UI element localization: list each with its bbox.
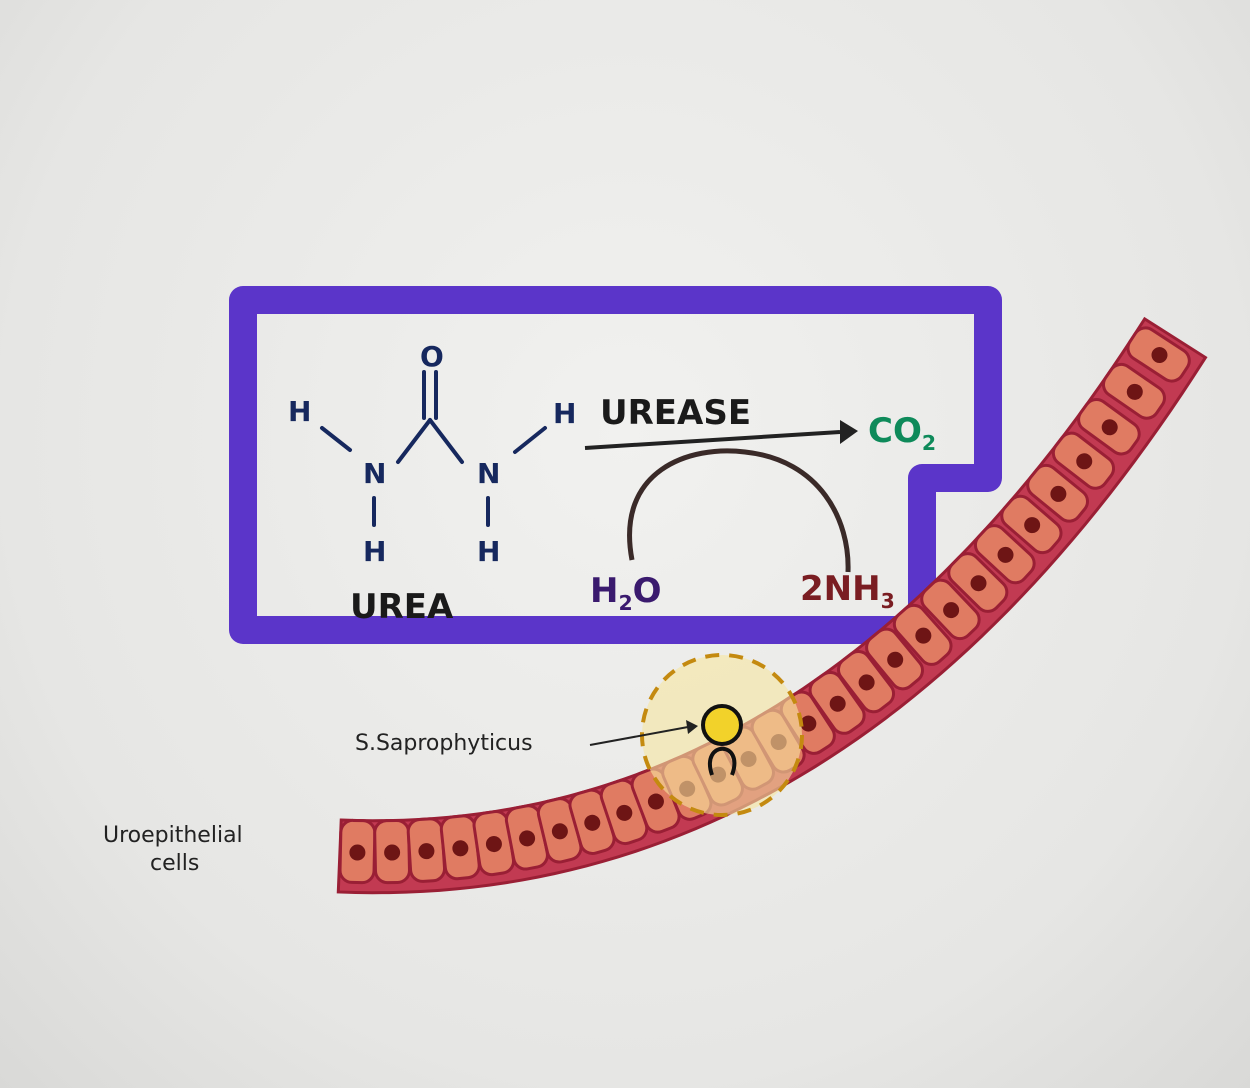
nucleus: [800, 715, 817, 732]
bacterium-cell: [701, 704, 743, 746]
urease-arrow: [584, 420, 858, 450]
oxygen-atom: O: [420, 340, 444, 373]
nucleus: [384, 844, 401, 861]
bacterium-label: S.Saprophyticus: [355, 731, 533, 756]
urease-label: UREASE: [600, 393, 752, 433]
nh3-label: 2NH3: [800, 569, 895, 613]
co2-label: CO2: [868, 411, 937, 455]
nucleus: [943, 602, 960, 619]
bacterium: [640, 653, 804, 817]
hydrogen-atom: H: [553, 397, 577, 430]
nucleus: [997, 546, 1014, 563]
nucleus: [418, 843, 435, 860]
nitrogen-atom: N: [363, 457, 387, 490]
epithelial-cell: [1051, 431, 1116, 490]
nucleus: [452, 840, 469, 857]
nucleus: [887, 651, 904, 668]
nucleus: [647, 793, 664, 810]
cofactor-arc: [627, 448, 851, 573]
urea-bonds: [320, 370, 547, 527]
nucleus: [1076, 453, 1093, 470]
cells-label-line2: cells: [150, 851, 200, 876]
h2o-label: H2O: [590, 571, 662, 615]
epithelial-cell: [973, 524, 1036, 585]
urea-label: UREA: [350, 587, 454, 627]
hydrogen-atom: H: [363, 535, 387, 568]
nucleus: [551, 823, 568, 840]
nucleus: [485, 836, 502, 853]
epithelial-cell: [472, 810, 516, 877]
epithelium-band: [336, 316, 1208, 895]
epithelial-cell: [1026, 463, 1089, 523]
nucleus: [1151, 347, 1168, 364]
nucleus: [858, 674, 875, 691]
epithelial-cell: [1101, 362, 1166, 420]
epithelial-cell: [808, 670, 866, 735]
nucleus: [349, 844, 366, 861]
epithelial-cell: [837, 650, 896, 714]
epithelial-cell: [1077, 397, 1141, 456]
reaction-box-border: [229, 286, 1002, 644]
nucleus: [584, 814, 601, 831]
epithelium: [336, 316, 1208, 895]
epithelial-cell: [920, 578, 981, 641]
epithelial-cell: [947, 552, 1009, 613]
nucleus: [1101, 419, 1118, 436]
nucleus: [915, 627, 932, 644]
epithelial-cell: [1126, 326, 1191, 383]
epithelial-cell: [406, 817, 447, 883]
nucleus: [970, 575, 987, 592]
cells-label-line1: Uroepithelial: [103, 823, 243, 848]
nucleus: [829, 695, 846, 712]
nucleus: [1050, 485, 1067, 502]
nucleus: [1024, 517, 1041, 534]
epithelial-cell: [865, 627, 924, 691]
pointer-arrow: [589, 720, 698, 746]
hydrogen-atom: H: [477, 535, 501, 568]
nucleus: [1126, 383, 1143, 400]
nucleus: [616, 804, 633, 821]
nitrogen-atom: N: [477, 457, 501, 490]
hydrogen-atom: H: [288, 395, 312, 428]
epithelial-cell: [1000, 494, 1063, 555]
nucleus: [519, 830, 536, 847]
epithelial-cell: [373, 818, 411, 885]
epithelial-cell: [338, 818, 377, 885]
epithelial-cell: [892, 603, 953, 666]
